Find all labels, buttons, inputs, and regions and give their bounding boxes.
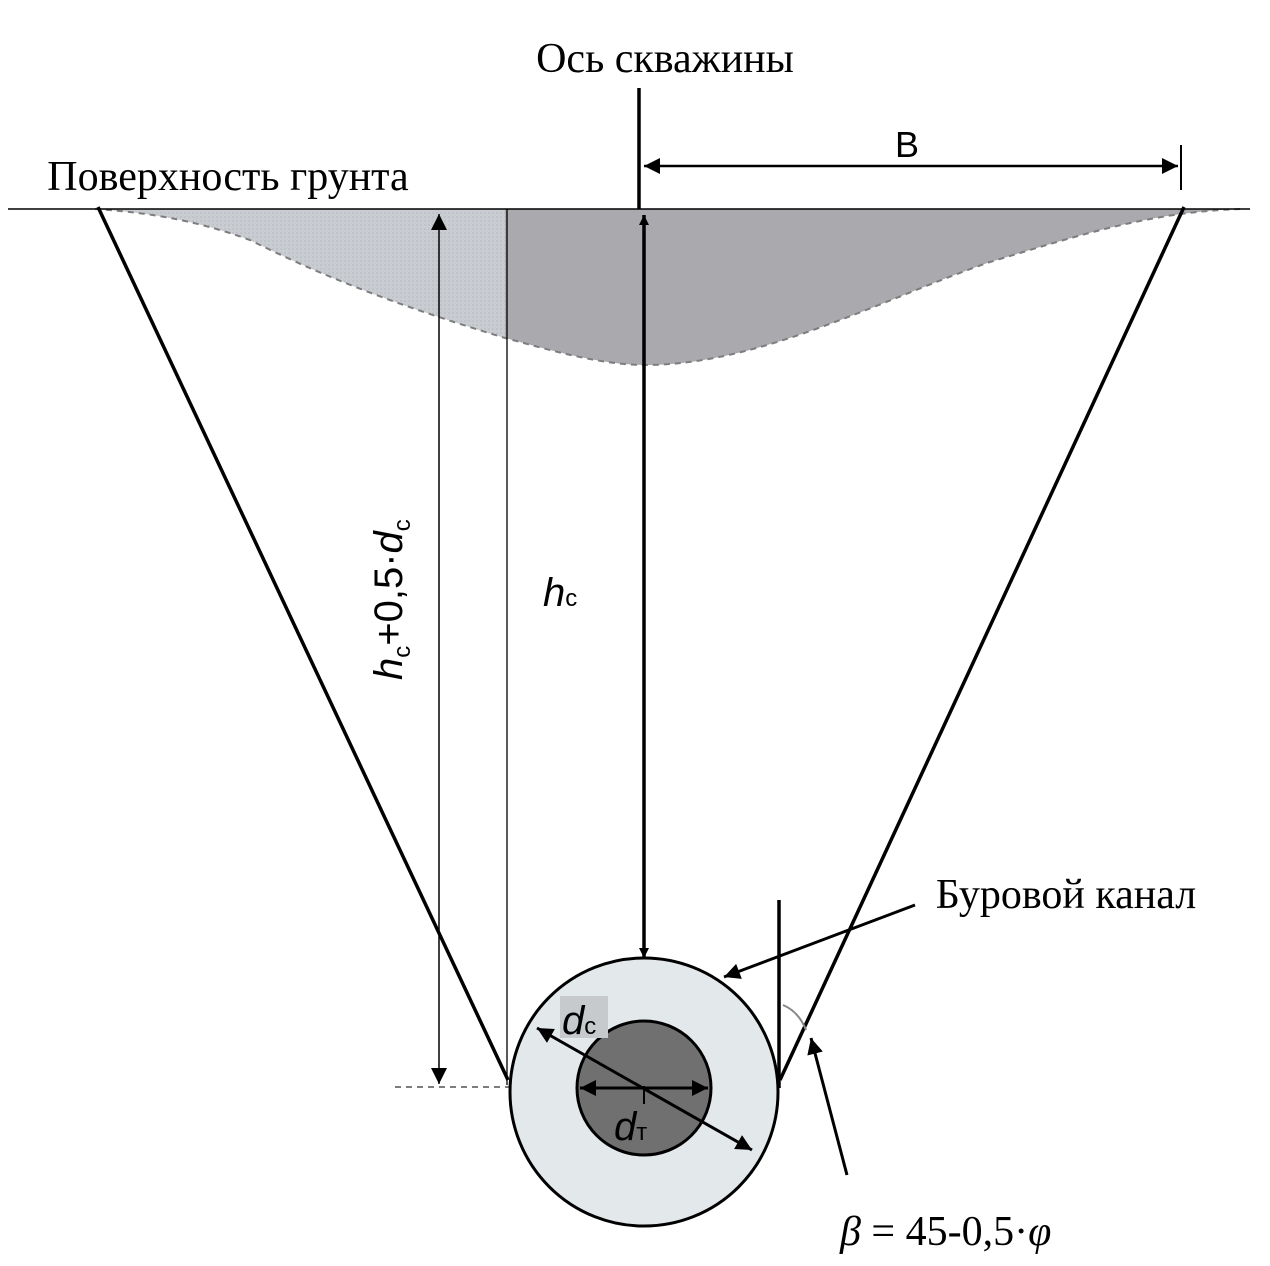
channel-diameter-label-d: d xyxy=(562,999,586,1043)
angle-formula-beta: β xyxy=(839,1209,861,1255)
depth-label-hc-h: h xyxy=(543,571,565,615)
pipe-diameter-label-d: d xyxy=(614,1105,638,1149)
depth-label-hc-total-rest: +0,5· xyxy=(367,553,411,645)
depth-label-hc-total-h: h xyxy=(367,658,411,680)
settlement-trough-left xyxy=(95,209,505,338)
pipe-diameter-label: dт xyxy=(614,1105,647,1149)
drill-channel-label: Буровой канал xyxy=(936,872,1196,918)
ground-surface-label: Поверхность грунта xyxy=(47,154,409,200)
depth-label-hc-total-d: d xyxy=(367,529,411,553)
depth-label-hc-sub: c xyxy=(565,585,577,612)
width-label: B xyxy=(895,124,919,165)
left-slip-line xyxy=(96,206,510,1081)
settlement-trough-boundary xyxy=(94,208,1241,367)
channel-diameter-label-sub: c xyxy=(584,1013,596,1040)
angle-arc xyxy=(782,1004,807,1031)
pipe-diameter-label-sub: т xyxy=(636,1119,647,1146)
channel-diameter-label: dc xyxy=(562,999,596,1043)
angle-formula-phi: φ xyxy=(1028,1209,1051,1255)
angle-leader xyxy=(807,1037,849,1176)
angle-formula-eq: = 45-0,5· xyxy=(861,1209,1028,1255)
angle-formula: β = 45-0,5·φ xyxy=(839,1209,1051,1255)
borehole-axis-label: Ось скважины xyxy=(536,36,794,82)
settlement-trough-right xyxy=(505,209,1240,365)
depth-label-hc: hc xyxy=(543,571,577,615)
channel-diameter-label-bg xyxy=(560,996,608,1038)
depth-label-hc-total-sub: c xyxy=(389,646,416,658)
drill-channel-leader xyxy=(723,903,916,979)
depth-label-hc-total-sub2: c xyxy=(389,519,416,531)
right-slip-line xyxy=(778,206,1186,1081)
depth-label-hc-total: hc+0,5·dc xyxy=(367,519,416,680)
